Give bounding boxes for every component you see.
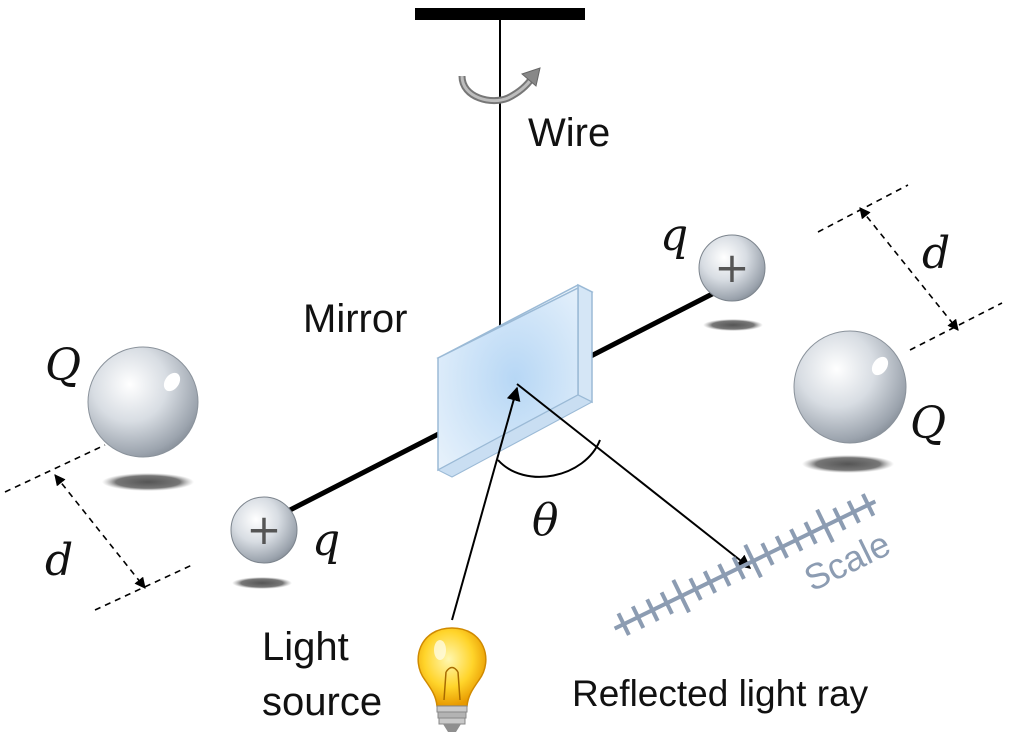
label-d-right: d <box>922 228 950 279</box>
reflected-ray <box>516 383 752 569</box>
shadow <box>232 577 292 589</box>
label-Q-right: Q <box>910 398 946 449</box>
distance-marker-left <box>4 444 193 611</box>
sphere-Q-right <box>793 330 907 444</box>
sphere-q-left <box>230 496 298 564</box>
scale <box>613 493 877 636</box>
label-q-left: q <box>312 515 340 566</box>
light-source-label-line2: source <box>262 680 382 724</box>
label-d-left: d <box>45 535 73 586</box>
plus-sign: + <box>714 243 749 292</box>
incident-ray <box>451 386 521 621</box>
light-source-label-line1: Light <box>262 625 349 669</box>
mirror-label: Mirror <box>303 297 407 341</box>
label-q-right: q <box>660 210 688 261</box>
sphere-q-right <box>698 234 766 302</box>
mirror <box>436 283 594 478</box>
plus-sign: + <box>246 505 281 554</box>
light-bulb-icon <box>417 627 487 732</box>
sphere-highlight <box>871 356 889 376</box>
label-Q-left: Q <box>45 340 81 391</box>
angle-arc <box>497 439 601 478</box>
shadow <box>802 455 894 473</box>
sphere-highlight <box>163 372 181 392</box>
angle-label: θ <box>532 495 559 546</box>
twist-arrow-icon <box>458 67 541 105</box>
reflected-ray-label: Reflected light ray <box>572 673 869 714</box>
distance-marker-right <box>817 184 1003 351</box>
shadow <box>703 319 763 331</box>
sphere-Q-left <box>87 346 199 458</box>
wire-label: Wire <box>528 111 610 155</box>
shadow <box>102 473 194 491</box>
